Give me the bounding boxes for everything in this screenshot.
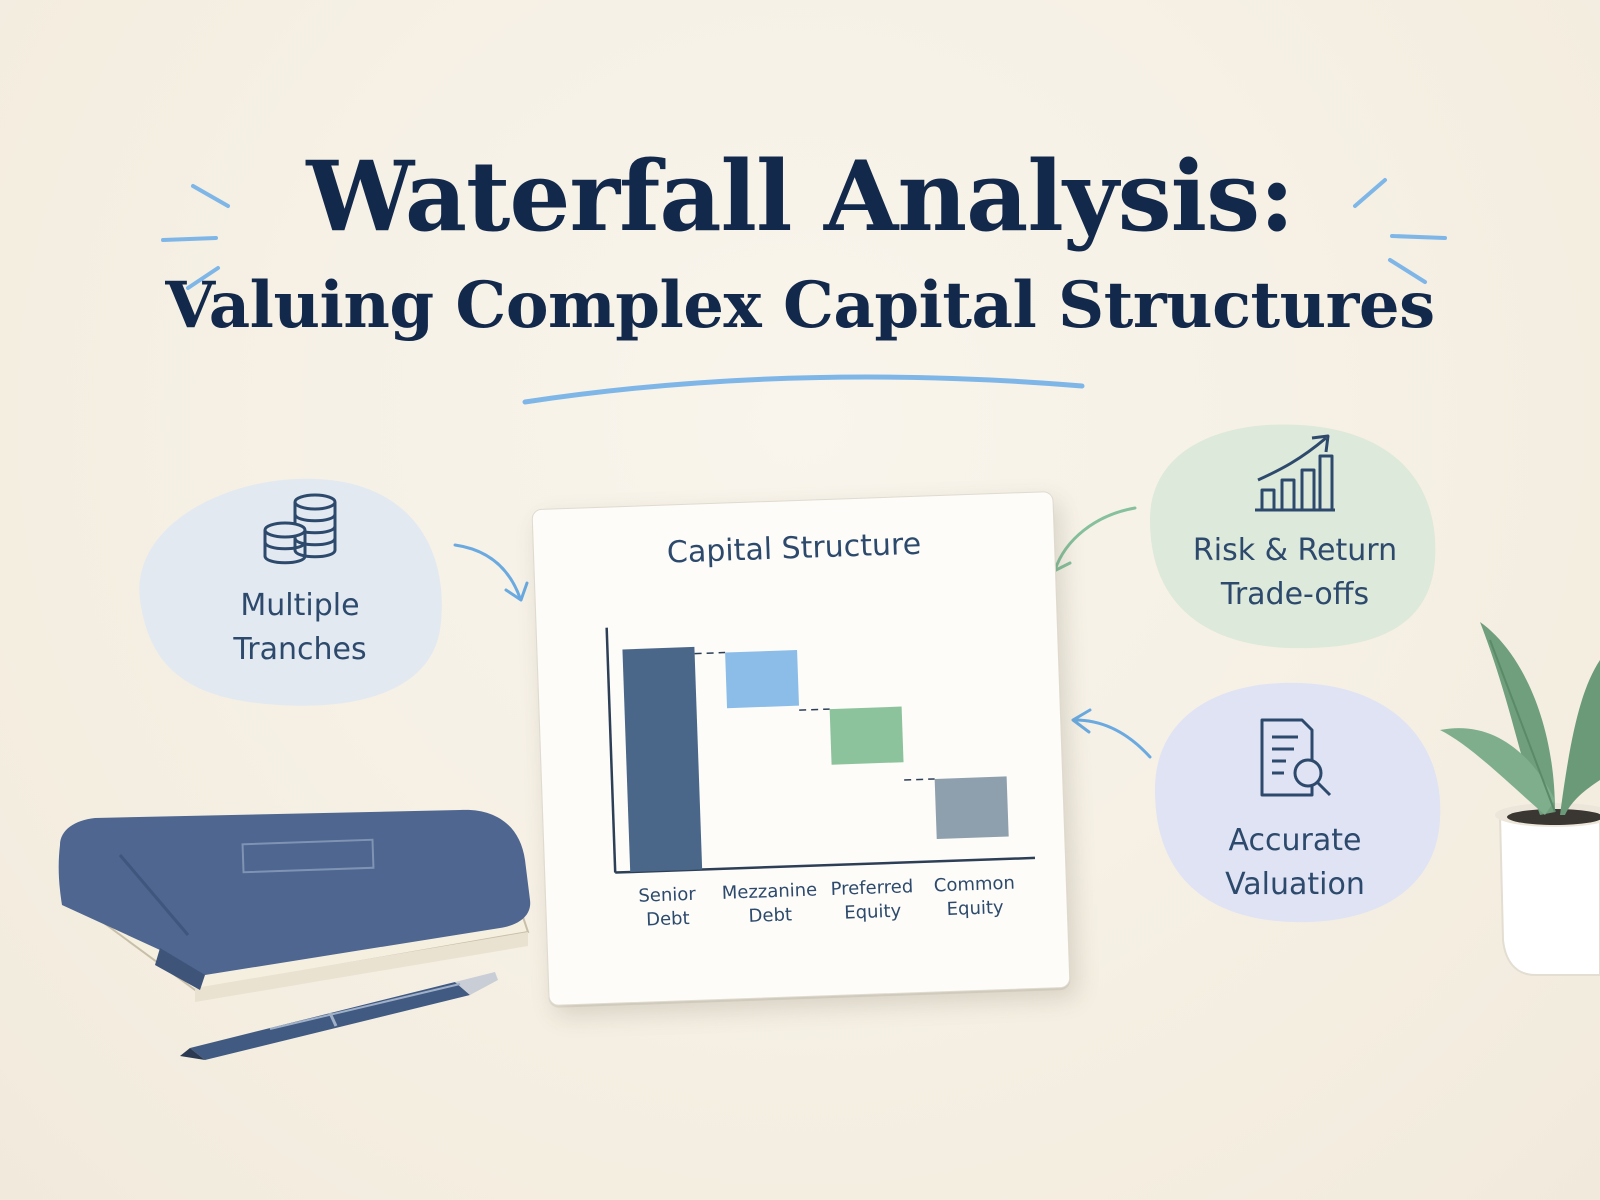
bubble-risk: Risk & Return Trade-offs xyxy=(1170,430,1420,617)
tick-label-3: CommonEquity xyxy=(933,873,1016,921)
pen-icon xyxy=(180,972,498,1060)
growth-chart-icon xyxy=(1255,434,1335,512)
y-axis xyxy=(605,627,617,873)
page-title: Waterfall Analysis: xyxy=(306,140,1294,253)
coin-stack-icon xyxy=(263,493,337,565)
tick-label-0: SeniorDebt xyxy=(638,884,697,931)
notebook-icon xyxy=(58,809,531,1002)
connector-0 xyxy=(694,651,726,655)
sparkle-left-icon xyxy=(161,184,230,290)
bubble-risk-label: Risk & Return Trade-offs xyxy=(1192,533,1398,612)
potted-plant-icon xyxy=(1440,622,1600,976)
bubble-valuation: Accurate Valuation xyxy=(1170,715,1420,907)
title-underline xyxy=(522,374,1085,405)
bar-1 xyxy=(725,650,800,709)
connector-1 xyxy=(799,708,830,711)
bar-3 xyxy=(934,776,1009,840)
arrow-valuation-icon xyxy=(1071,708,1152,759)
connector-2 xyxy=(904,778,935,781)
sparkle-right-icon xyxy=(1353,178,1447,284)
document-search-icon xyxy=(1260,718,1332,797)
bubble-tranches-bg xyxy=(139,478,442,706)
bubble-valuation-label: Accurate Valuation xyxy=(1225,823,1365,902)
tick-label-2: PreferredEquity xyxy=(830,876,914,924)
arrow-risk-icon xyxy=(1048,506,1137,573)
bubble-risk-bg xyxy=(1150,424,1436,649)
bar-2 xyxy=(829,706,904,765)
bar-0 xyxy=(622,646,703,873)
bubble-tranches: Multiple Tranches xyxy=(175,490,425,672)
tick-label-1: MezzanineDebt xyxy=(721,880,818,928)
bubble-valuation-bg xyxy=(1155,682,1441,923)
arrow-tranches-icon xyxy=(453,543,529,602)
bubble-tranches-label: Multiple Tranches xyxy=(233,588,367,667)
page-subtitle: Valuing Complex Capital Structures xyxy=(165,268,1435,343)
